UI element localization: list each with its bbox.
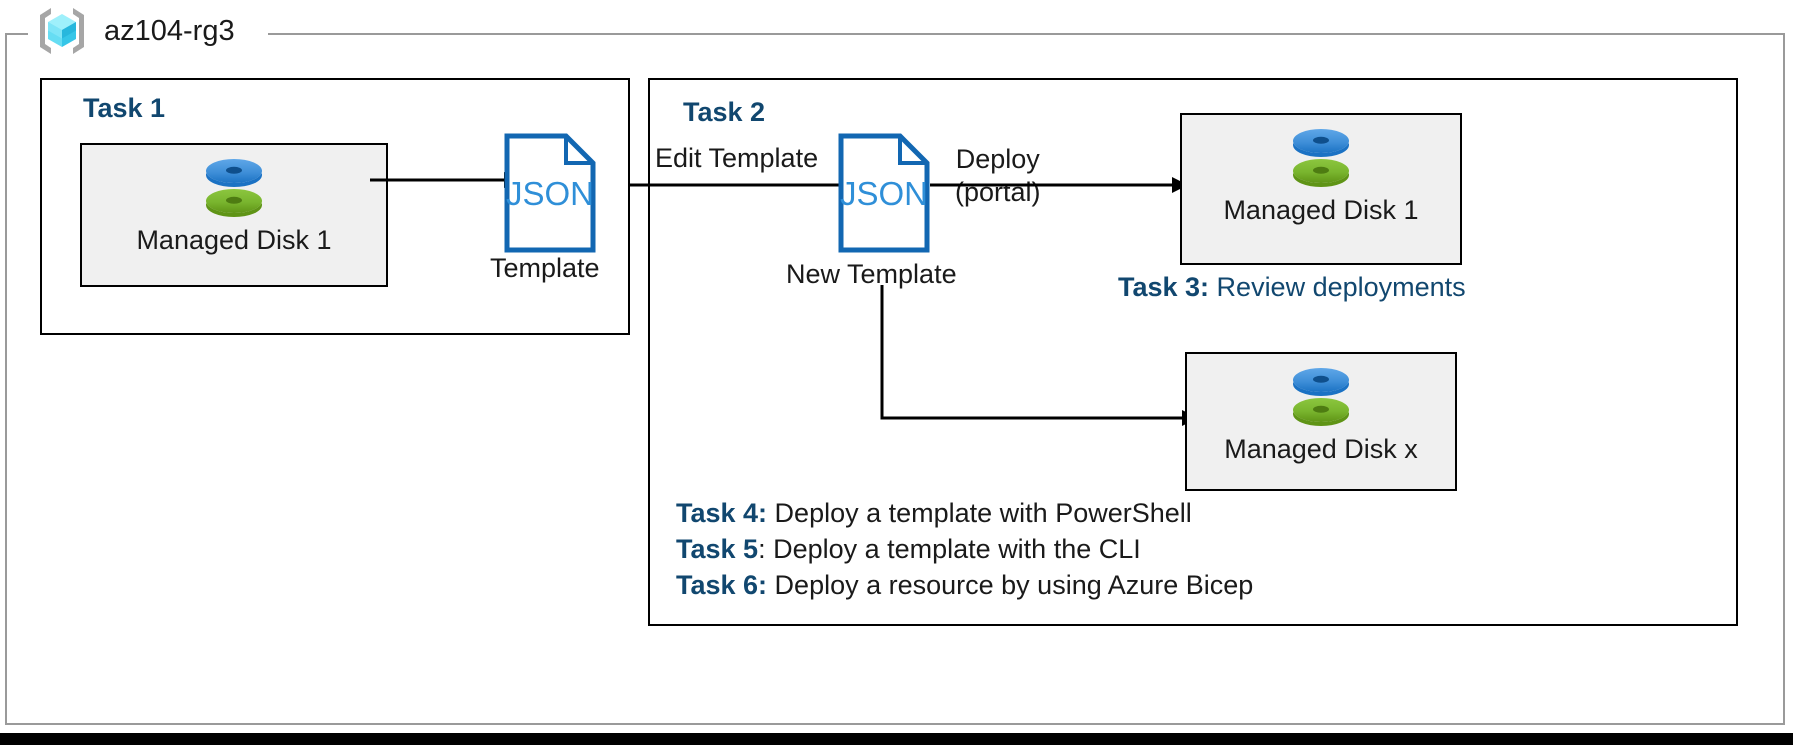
managed-disk-icon bbox=[1293, 129, 1349, 189]
resource-card-managed-disk-1-source[interactable]: Managed Disk 1 bbox=[80, 143, 388, 287]
managed-disk-icon bbox=[1293, 368, 1349, 428]
note-task6-key: Task 6: bbox=[676, 570, 768, 600]
note-task5-desc: : Deploy a template with the CLI bbox=[758, 534, 1141, 564]
note-task3-key: Task 3: bbox=[1118, 272, 1210, 302]
note-task5-key: Task 5 bbox=[676, 534, 759, 564]
note-task4-key: Task 4: bbox=[676, 498, 768, 528]
json-new-template-icon[interactable]: JSON bbox=[838, 133, 930, 253]
edge-label-deploy-portal: Deploy (portal) bbox=[955, 143, 1041, 209]
note-task5: Task 5: Deploy a template with the CLI bbox=[676, 536, 1141, 563]
note-task3-desc: Review deployments bbox=[1209, 272, 1466, 302]
resource-card-managed-disk-x-output[interactable]: Managed Disk x bbox=[1185, 352, 1457, 491]
edge-label-deploy-line1: Deploy bbox=[955, 144, 1040, 174]
task1-title: Task 1 bbox=[83, 93, 166, 123]
svg-text:JSON: JSON bbox=[506, 175, 594, 212]
resource-card-label: Managed Disk 1 bbox=[1223, 195, 1419, 225]
managed-disk-icon bbox=[206, 159, 262, 219]
edge-label-edit-template: Edit Template bbox=[655, 143, 819, 173]
resource-card-label: Managed Disk x bbox=[1224, 434, 1418, 464]
resource-group-header: az104-rg3 bbox=[34, 2, 235, 60]
svg-text:JSON: JSON bbox=[840, 175, 928, 212]
task2-title: Task 2 bbox=[683, 97, 766, 127]
json-template-icon[interactable]: JSON bbox=[504, 133, 596, 253]
resource-card-managed-disk-1-output[interactable]: Managed Disk 1 bbox=[1180, 113, 1462, 265]
edge-label-deploy-line2: (portal) bbox=[955, 176, 1041, 207]
note-task4: Task 4: Deploy a template with PowerShel… bbox=[676, 500, 1192, 527]
resource-card-label: Managed Disk 1 bbox=[136, 225, 332, 255]
new-template-caption: New Template bbox=[786, 259, 957, 289]
note-task4-desc: Deploy a template with PowerShell bbox=[767, 498, 1192, 528]
note-task6-desc: Deploy a resource by using Azure Bicep bbox=[767, 570, 1254, 600]
azure-resource-group-icon bbox=[34, 5, 90, 57]
bottom-black-bar bbox=[0, 733, 1793, 745]
note-task3: Task 3: Review deployments bbox=[1118, 274, 1466, 301]
template-caption: Template bbox=[490, 253, 600, 283]
note-task6: Task 6: Deploy a resource by using Azure… bbox=[676, 572, 1253, 599]
resource-group-name: az104-rg3 bbox=[104, 14, 235, 47]
